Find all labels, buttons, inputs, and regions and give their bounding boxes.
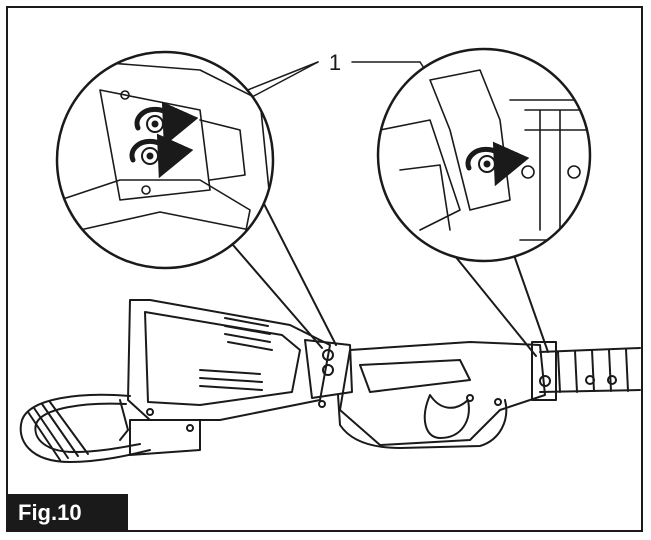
zoom-leader-lines — [232, 199, 549, 357]
zoom-circle-left — [55, 50, 275, 270]
figure-label: Fig.10 — [8, 494, 128, 532]
callout-number: 1 — [329, 50, 341, 75]
tool-body — [19, 299, 641, 463]
zoom-circle-right — [376, 47, 592, 263]
